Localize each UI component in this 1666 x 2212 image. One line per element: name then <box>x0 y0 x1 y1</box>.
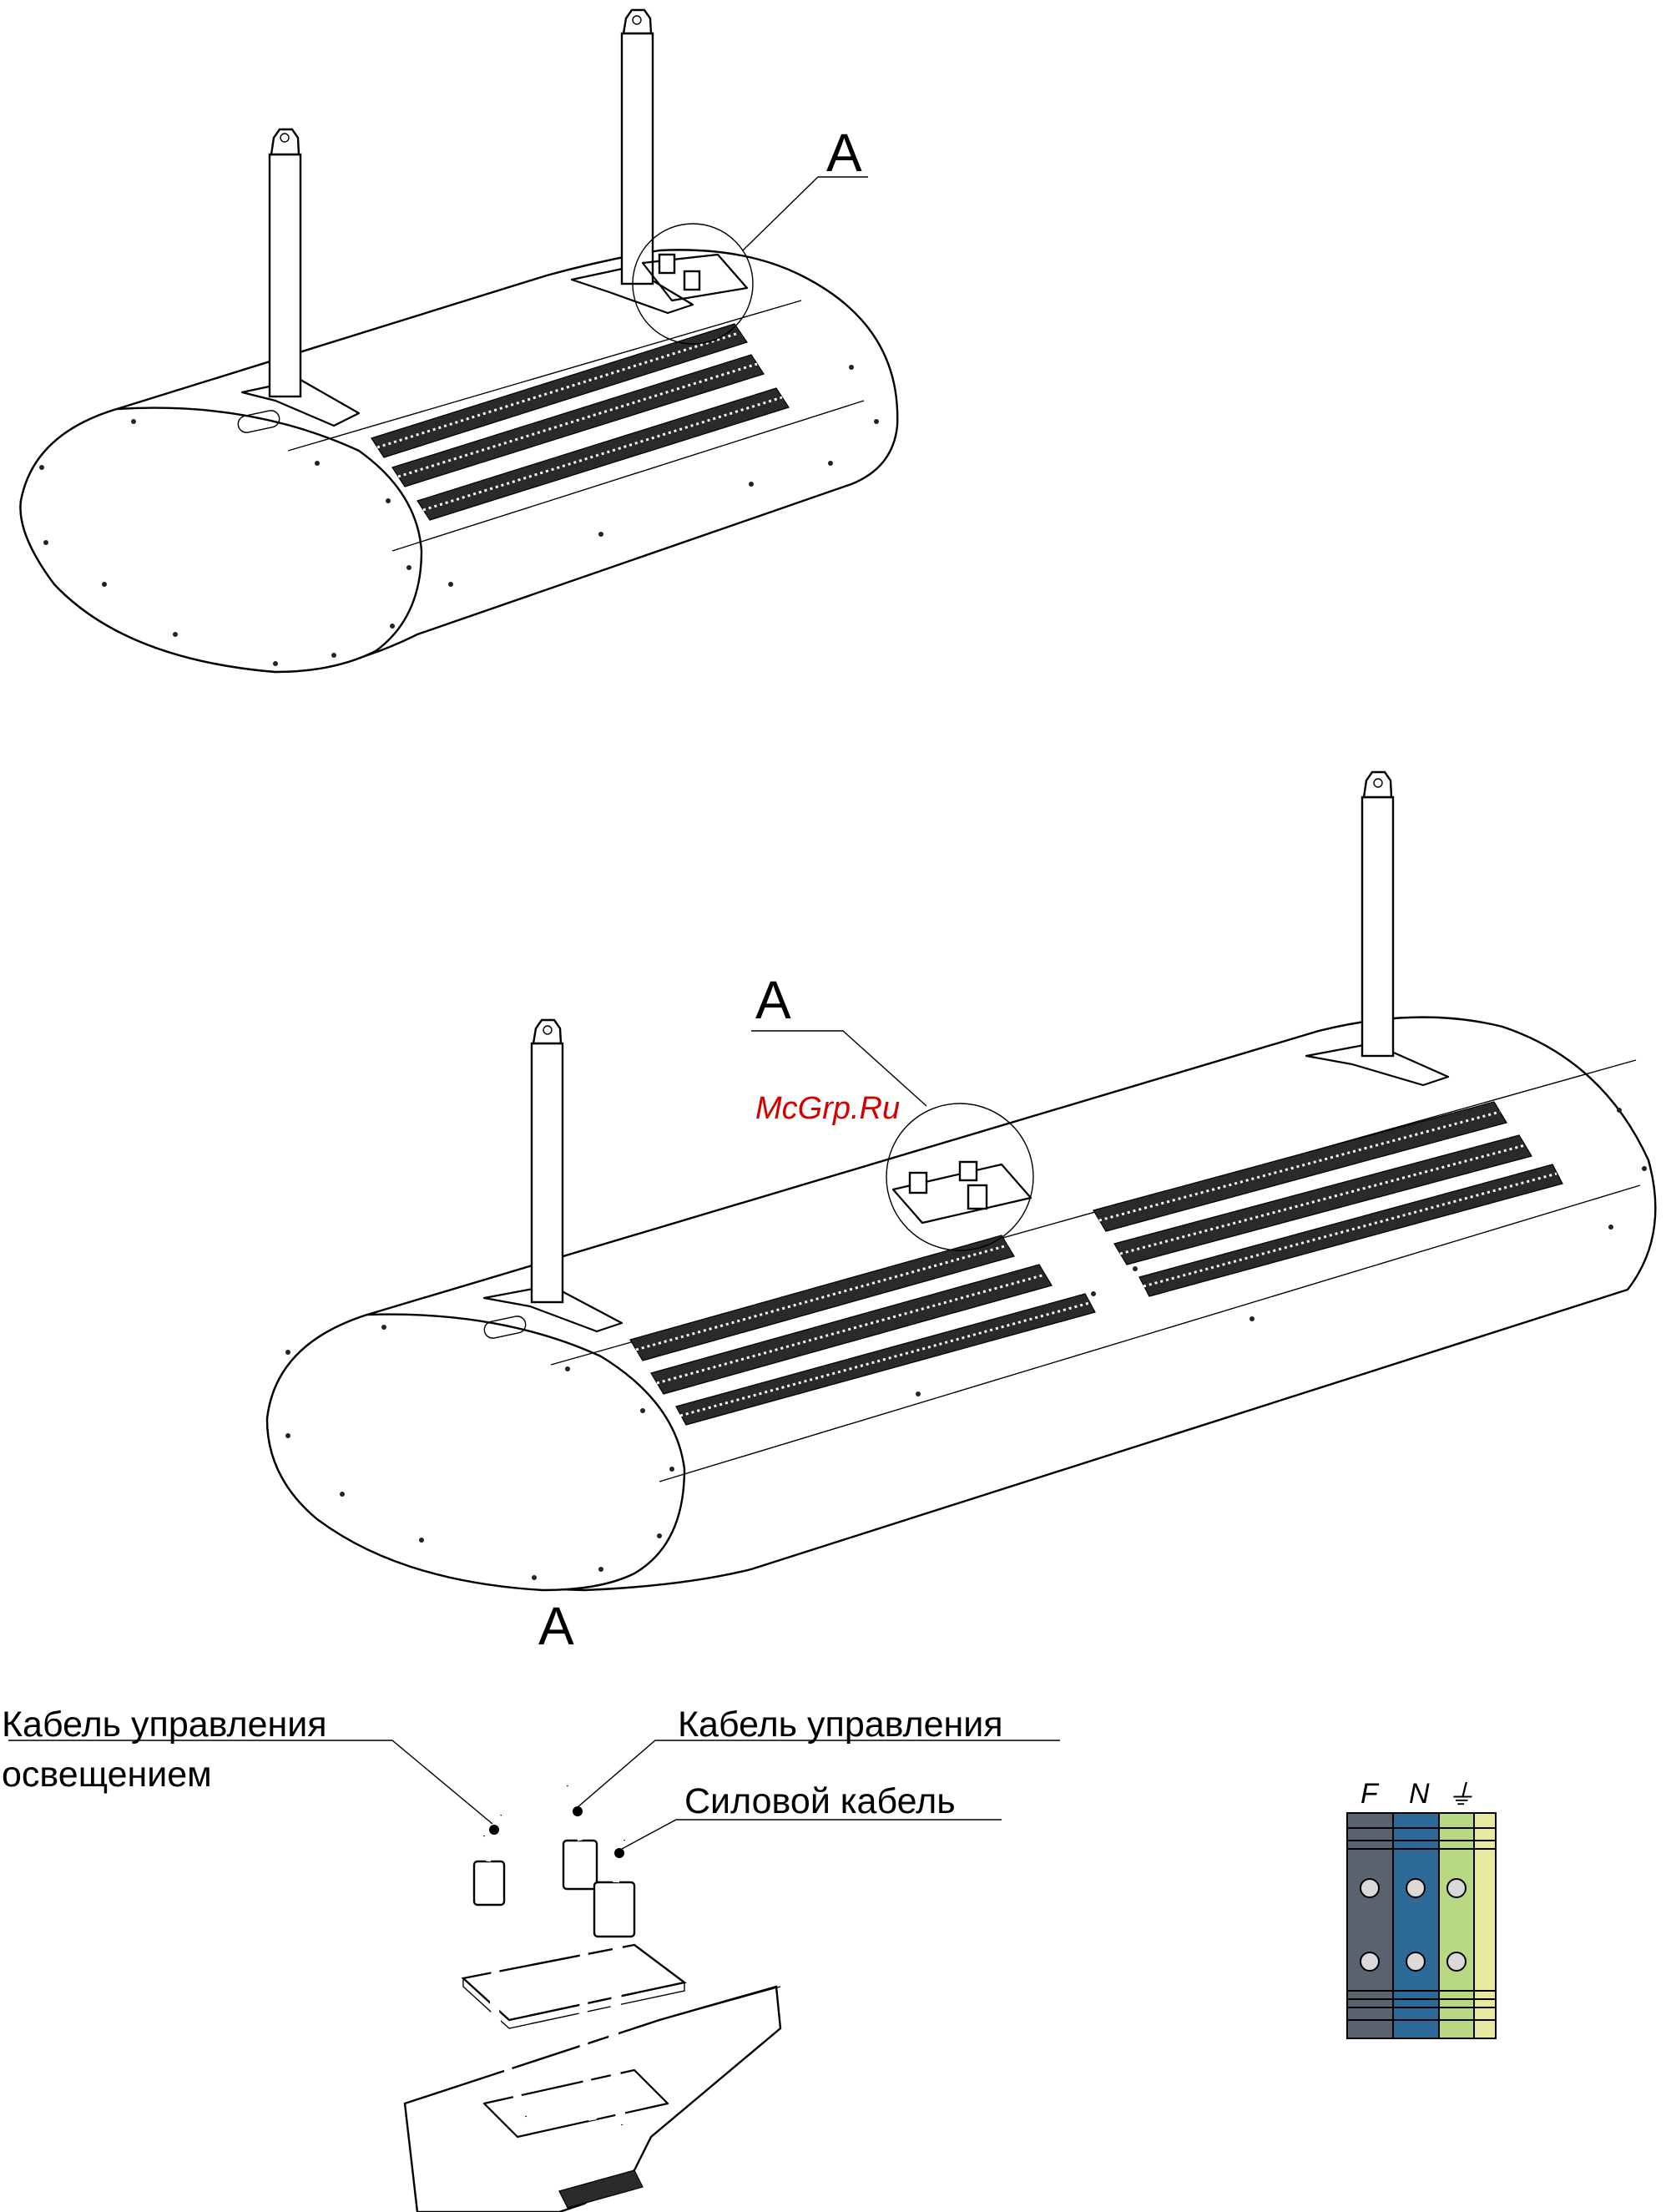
heater-unit-short: A <box>21 10 898 672</box>
terminal-block: F N ⏚ <box>1347 1778 1496 2038</box>
watermark: McGrp.Ru <box>755 1091 900 1126</box>
callout-a-bottom: A <box>755 970 791 1030</box>
callout-a-top: A <box>826 123 862 183</box>
terminal-earth <box>1439 1813 1474 2038</box>
terminal-phase <box>1347 1813 1393 2038</box>
label-lighting-control-line2: освещением <box>2 1755 212 1795</box>
terminal-label-n: N <box>1409 1778 1430 1810</box>
terminal-label-earth: ⏚ <box>1446 1780 1475 1811</box>
terminal-neutral <box>1393 1813 1439 2038</box>
label-lighting-control-line1: Кабель управления <box>2 1704 327 1745</box>
leader-power <box>622 1820 1002 1849</box>
terminal-label-f: F <box>1361 1778 1380 1810</box>
heater-unit-long: A McGrp.Ru <box>267 772 1655 1590</box>
terminal-earth-stripe <box>1474 1813 1496 2038</box>
detail-a-heading: A <box>538 1596 574 1656</box>
label-control-cable: Кабель управления <box>678 1704 1003 1745</box>
label-power-cable: Силовой кабель <box>684 1781 956 1821</box>
